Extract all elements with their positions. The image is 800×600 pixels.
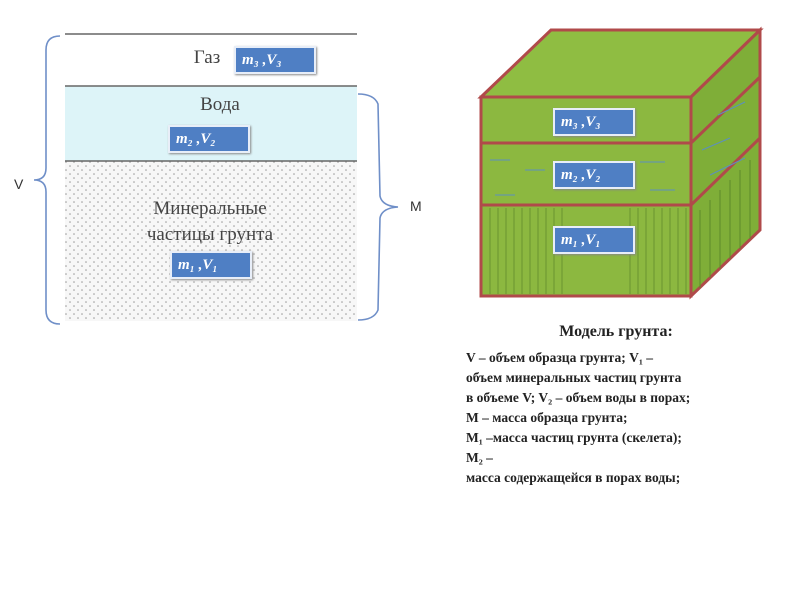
cube-gas-mass-volume-tag: m₃ ,V₃ [553,108,635,136]
mineral-layer [65,161,357,321]
model-caption: Модель грунта: V – объем образца грунта;… [466,322,766,488]
caption-line: V – объем образца грунта; V₁ – [466,350,654,365]
mineral-label-line1: Минеральные [153,198,267,219]
caption-line: M – масса образца грунта; [466,410,628,425]
mass-brace [357,93,399,321]
cube-water-mass-volume-tag: m₂ ,V₂ [553,161,635,189]
mineral-mass-volume-tag: m₁ ,V₁ [170,251,252,279]
layer-model-diagram [33,33,399,325]
cube-mineral-mass-volume-tag: m₁ ,V₁ [553,226,635,254]
caption-line: M₂ – [466,450,493,465]
caption-line: в объеме V; V₂ – объем воды в порах; [466,390,691,405]
water-label: Вода [200,94,240,115]
water-mass-volume-tag: m₂ ,V₂ [168,125,250,153]
caption-line: M₁ –масса частиц грунта (скелета); [466,430,682,445]
gas-mass-volume-tag: m₃ ,V₃ [234,46,316,74]
mass-label: M [410,198,422,214]
volume-label: V [14,176,24,192]
mineral-label-line2: частицы грунта [146,224,274,245]
cube-side-face [689,26,762,300]
volume-brace [33,35,61,325]
caption-title: Модель грунта: [559,323,673,340]
soil-cube-diagram [477,26,764,300]
gas-label: Газ [193,47,221,68]
caption-line: объем минеральных частиц грунта [466,370,682,385]
caption-line: масса содержащейся в порах воды; [466,470,681,485]
